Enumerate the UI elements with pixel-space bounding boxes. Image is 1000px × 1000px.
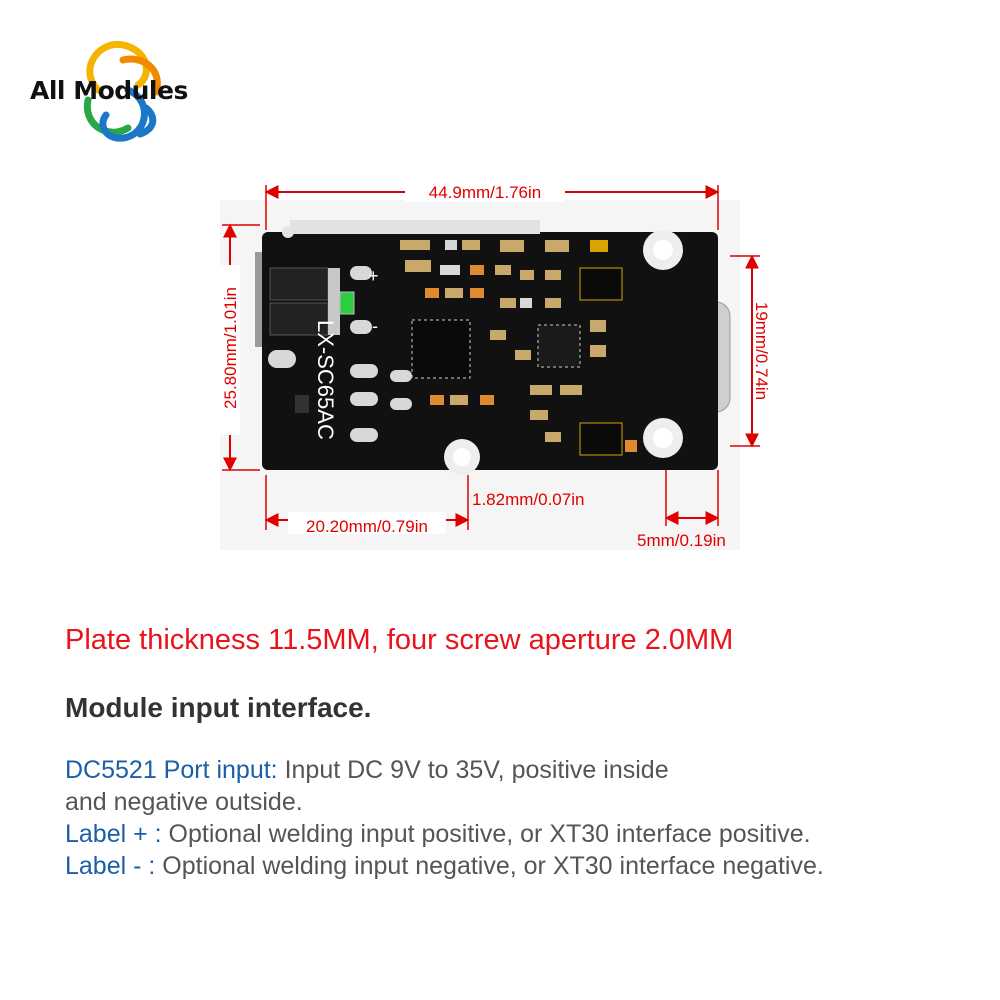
dim-width-label: 44.9mm/1.76in <box>429 183 541 202</box>
logo-text: All Modules <box>30 76 188 105</box>
green-led <box>339 291 355 315</box>
spec-label: Label + : <box>65 820 162 848</box>
dim-holes-label: 19mm/0.74in <box>752 302 771 400</box>
plus-marking: + <box>368 266 379 286</box>
model-silkscreen: LX-SC65AC <box>313 320 338 440</box>
dim-right-offset-label: 5mm/0.19in <box>637 531 726 550</box>
all-modules-logo <box>83 41 161 142</box>
spec-label-minus: Label - : Optional welding input negativ… <box>65 850 824 882</box>
solder-pads <box>268 266 412 442</box>
mounting-holes <box>282 226 683 475</box>
smd-components <box>295 240 637 452</box>
spec-label: DC5521 Port input: <box>65 756 278 784</box>
minus-marking: - <box>372 316 378 336</box>
mosfet-2 <box>579 422 623 456</box>
plate-thickness-note: Plate thickness 11.5MM, four screw apert… <box>65 624 734 656</box>
spec-text: Optional welding input positive, or XT30… <box>161 820 811 848</box>
logo-swirl-blue <box>99 86 148 142</box>
dim-left-offset-label: 20.20mm/0.79in <box>306 517 428 536</box>
logo-swirl-yellow <box>86 41 150 94</box>
spec-label-plus: Label + : Optional welding input positiv… <box>65 818 811 850</box>
logo-swirl-green <box>83 96 132 136</box>
section-title: Module input interface. <box>65 692 372 723</box>
dim-height-label: 25.80mm/1.01in <box>221 287 240 409</box>
spec-text: and negative outside. <box>65 788 303 816</box>
main-ic <box>411 319 471 379</box>
diode-terminal-1 <box>328 268 340 335</box>
pcb-top-edge <box>290 220 540 234</box>
spec-label: Label - : <box>65 852 156 880</box>
spec-dc5521-continued: and negative outside. <box>65 786 303 818</box>
dim-gap-label: 1.82mm/0.07in <box>472 490 584 509</box>
spec-dc5521: DC5521 Port input: Input DC 9V to 35V, p… <box>65 754 669 786</box>
spec-text: Optional welding input negative, or XT30… <box>155 852 824 880</box>
logo-swirl-blue-2 <box>136 104 157 138</box>
board-dimension-diagram: + - LX-SC65AC 44.9mm/1.76in 25.80mm/1.01… <box>220 182 771 550</box>
logo-swirl-orange <box>119 55 161 96</box>
spec-text: Input DC 9V to 35V, positive inside <box>277 756 669 784</box>
controller-ic <box>537 324 581 368</box>
diode-1 <box>269 267 329 301</box>
mosfet-1 <box>579 267 623 301</box>
